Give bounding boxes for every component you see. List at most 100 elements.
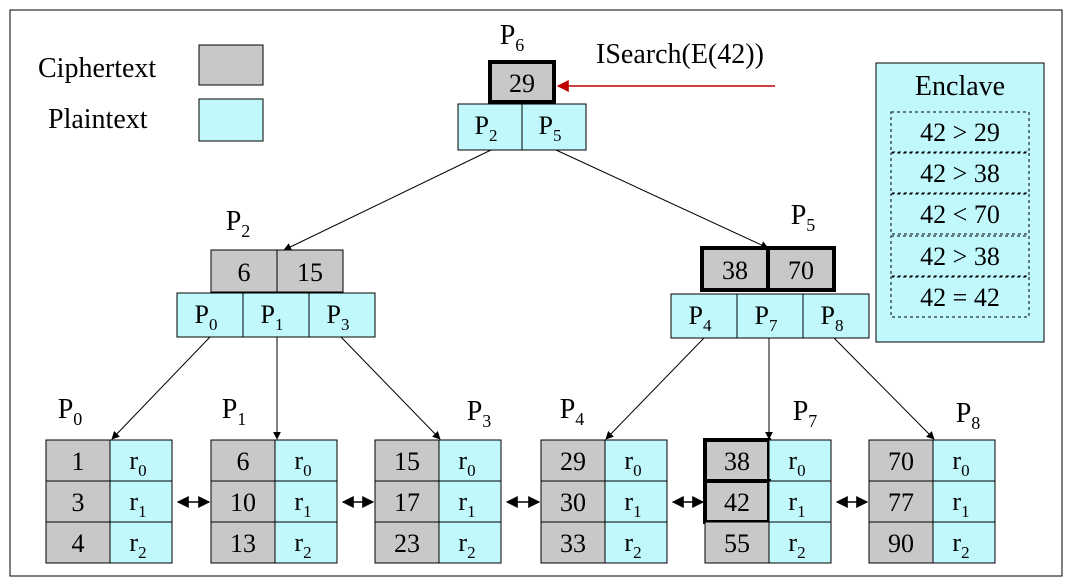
leaf-key: 1: [72, 447, 85, 476]
legend-ciphertext-swatch: [198, 44, 264, 86]
enclave-comparison-box: [890, 193, 1030, 235]
leaf-key-cell: [210, 521, 276, 564]
leaf-record-pointer: r0: [294, 446, 311, 480]
enclave-comparison: 42 > 38: [920, 159, 1000, 188]
pointer-label: P1: [261, 300, 284, 334]
leaf-record-cell: [109, 480, 173, 523]
node-label: P6: [500, 20, 525, 55]
leaf-record-cell: [768, 521, 832, 564]
node-label: P7: [793, 396, 818, 431]
leaf-key-cell: [540, 439, 606, 482]
pointer-cell: [521, 103, 587, 151]
leaf-record-cell: [604, 521, 668, 564]
pointer-label: P8: [821, 301, 844, 335]
leaf-key-cell: [210, 439, 276, 482]
pointer-cell: [802, 293, 870, 339]
leaf-record-pointer: r0: [624, 446, 641, 480]
legend-ciphertext-label: Ciphertext: [38, 53, 156, 84]
enclave-comparison: 42 = 42: [920, 283, 1000, 312]
edge-p6-p5: [555, 149, 769, 249]
leaf-record-pointer: r2: [129, 528, 146, 562]
edge-p2-p0: [111, 336, 211, 440]
leaf-record-cell: [604, 480, 668, 523]
leaf-record-pointer: r1: [624, 487, 641, 521]
leaf-record-pointer: r2: [624, 528, 641, 562]
key-cell: [488, 60, 556, 104]
enclave-comparison: 42 > 38: [920, 242, 1000, 271]
legend-plaintext-swatch: [198, 98, 264, 142]
leaf-key-cell: [374, 521, 440, 564]
leaf-record-cell: [274, 480, 338, 523]
pointer-label: P3: [327, 300, 350, 334]
pointer-cell: [736, 293, 804, 339]
key-value: 70: [788, 256, 814, 285]
pointer-label: P7: [755, 301, 778, 335]
enclave-title: Enclave: [915, 71, 1005, 102]
leaf-record-pointer: r1: [294, 487, 311, 521]
enclave-comparison: 42 < 70: [920, 200, 1000, 229]
key-cell: [276, 249, 344, 293]
leaf-key-cell: [210, 480, 276, 523]
pointer-label: P5: [539, 111, 562, 145]
leaf-record-pointer: r2: [294, 528, 311, 562]
leaf-key: 77: [888, 488, 914, 517]
leaf-key: 30: [560, 488, 586, 517]
pointer-label: P2: [475, 111, 498, 145]
leaf-record-pointer: r0: [952, 446, 969, 480]
leaf-key: 10: [230, 488, 256, 517]
leaf-key: 6: [237, 447, 250, 476]
leaf-record-pointer: r1: [458, 487, 475, 521]
enclave-comparison: 42 > 29: [920, 118, 1000, 147]
leaf-record-pointer: r1: [952, 487, 969, 521]
pointer-cell: [176, 292, 244, 338]
leaf-key-cell: [45, 521, 111, 564]
leaf-record-cell: [274, 439, 338, 482]
enclave-comparison-box: [890, 235, 1030, 277]
node-label: P8: [956, 398, 981, 433]
leaf-key: 4: [72, 529, 85, 558]
leaf-key: 3: [72, 488, 85, 517]
node-label: P0: [58, 394, 83, 429]
leaf-record-cell: [932, 439, 996, 482]
leaf-record-pointer: r1: [788, 487, 805, 521]
leaf-record-pointer: r2: [788, 528, 805, 562]
leaf-key: 38: [724, 447, 750, 476]
leaf-key: 33: [560, 529, 586, 558]
leaf-record-cell: [109, 521, 173, 564]
pointer-cell: [242, 292, 310, 338]
leaf-key: 90: [888, 529, 914, 558]
key-value: 29: [509, 69, 535, 98]
query-label: ISearch(E(42)): [596, 39, 764, 70]
leaf-key: 13: [230, 529, 256, 558]
pointer-label: P0: [195, 300, 218, 334]
pointer-cell: [457, 103, 523, 151]
leaf-record-pointer: r1: [129, 487, 146, 521]
legend-plaintext-label: Plaintext: [48, 104, 148, 135]
leaf-key: 55: [724, 529, 750, 558]
pointer-cell: [308, 292, 376, 338]
leaf-record-cell: [109, 439, 173, 482]
leaf-record-cell: [274, 521, 338, 564]
leaf-record-cell: [604, 439, 668, 482]
leaf-record-cell: [768, 439, 832, 482]
pointer-cell: [670, 293, 738, 339]
leaf-record-cell: [932, 521, 996, 564]
leaf-record-pointer: r0: [788, 446, 805, 480]
enclave-comparison-box: [890, 276, 1030, 318]
leaf-key: 42: [724, 488, 750, 517]
node-label: P5: [791, 200, 816, 235]
edge-p6-p2: [283, 149, 492, 251]
key-value: 15: [297, 258, 323, 287]
leaf-key: 70: [888, 447, 914, 476]
leaf-key-cell: [704, 521, 770, 564]
legend: Ciphertext Plaintext: [38, 44, 264, 142]
key-cell: [766, 246, 836, 292]
